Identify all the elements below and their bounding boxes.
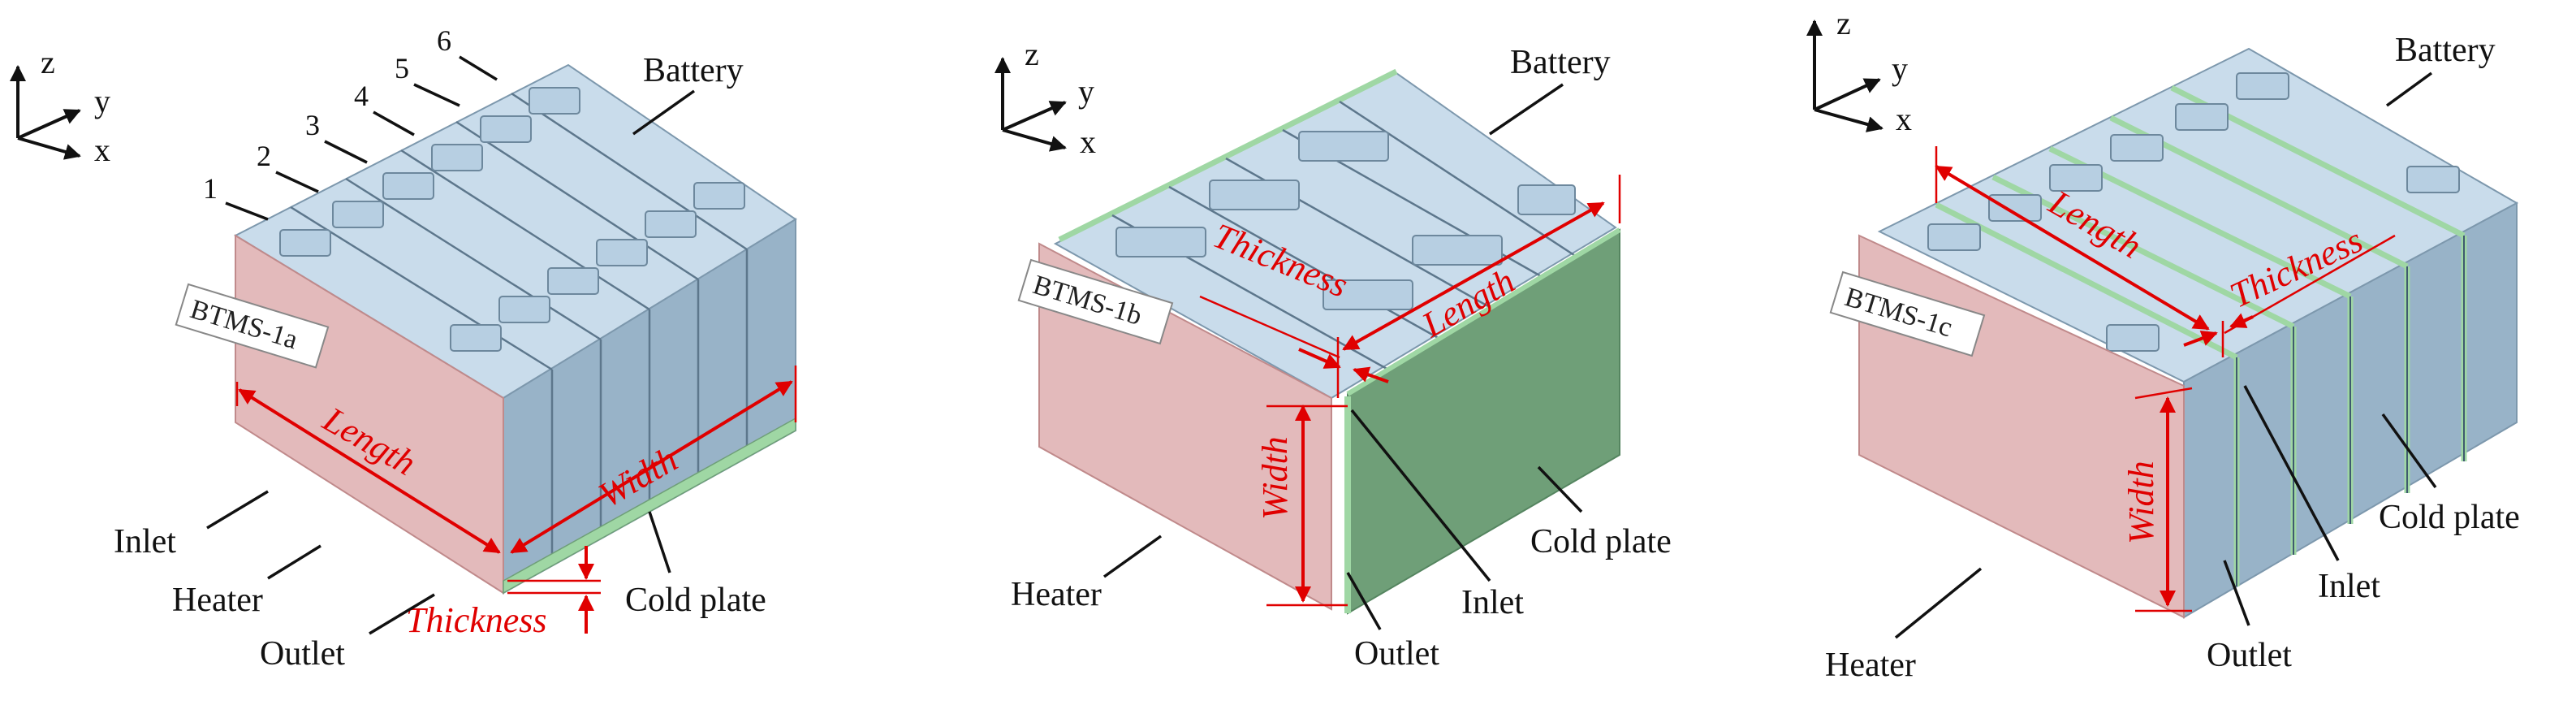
cold-plate-label-b: Cold plate xyxy=(1530,523,1672,560)
axis-triad-b: z y x xyxy=(995,36,1096,160)
cell-number-1: 1 xyxy=(203,172,218,205)
heater-label-a: Heater xyxy=(172,582,263,619)
inlet-label-a: Inlet xyxy=(114,523,176,560)
outlet-label-b: Outlet xyxy=(1354,635,1439,673)
inlet-label-c: Inlet xyxy=(2318,568,2380,605)
axis-x-label-b: x xyxy=(1080,123,1096,160)
axis-y-label-c: y xyxy=(1892,50,1908,87)
axis-triad-c: z y x xyxy=(1806,5,1912,137)
outlet-label-c: Outlet xyxy=(2207,637,2292,674)
panel-btms-1a: z y x xyxy=(9,24,797,673)
width-label-c: Width xyxy=(2121,461,2161,544)
axis-z-label: z xyxy=(41,44,55,80)
axis-z-label-c: z xyxy=(1836,5,1851,41)
axis-x-label: x xyxy=(94,132,110,168)
battery-label-a: Battery xyxy=(643,52,744,89)
battery-label-c: Battery xyxy=(2395,32,2496,69)
cold-plate-label-c: Cold plate xyxy=(2379,499,2520,536)
inlet-label-b: Inlet xyxy=(1461,584,1524,621)
heater-label-b: Heater xyxy=(1011,576,1102,613)
panel-btms-1c: z y x xyxy=(1806,5,2520,684)
cell-numbers: 1 2 3 4 5 6 xyxy=(203,24,498,221)
cell-number-6: 6 xyxy=(437,24,451,57)
cell-number-5: 5 xyxy=(395,52,409,84)
heater-box-b xyxy=(1038,242,1332,611)
cell-number-3: 3 xyxy=(305,109,320,141)
width-label-b: Width xyxy=(1255,436,1295,520)
panel-btms-1b: z y x xyxy=(995,36,1672,673)
cold-plate-label-a: Cold plate xyxy=(625,582,766,619)
heater-label-c: Heater xyxy=(1825,647,1916,684)
axis-y-label: y xyxy=(94,83,110,119)
axis-z-label-b: z xyxy=(1025,36,1039,72)
axis-triad-a: z y x xyxy=(9,44,110,168)
axis-y-label-b: y xyxy=(1078,73,1094,110)
battery-label-b: Battery xyxy=(1510,44,1611,81)
battery-terminals xyxy=(279,87,745,352)
cell-number-2: 2 xyxy=(257,140,271,172)
outlet-label-a: Outlet xyxy=(260,635,345,673)
thickness-label-a: Thickness xyxy=(406,600,547,640)
cell-number-4: 4 xyxy=(354,80,369,112)
axis-x-label-c: x xyxy=(1896,101,1912,137)
